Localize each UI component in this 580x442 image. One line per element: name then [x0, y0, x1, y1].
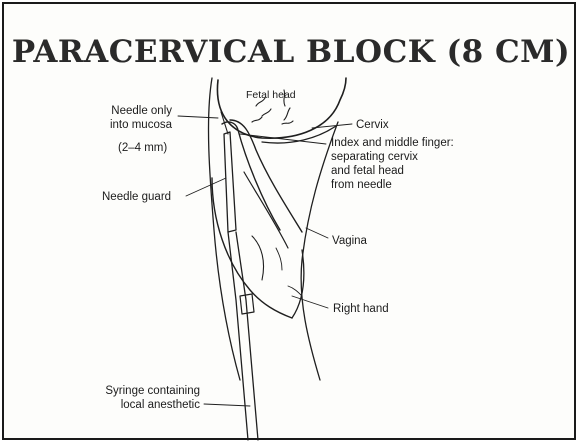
label-syringe-2: local anesthetic [80, 398, 200, 412]
ring-finger [244, 172, 288, 248]
label-fetal-head: Fetal head [246, 88, 296, 102]
knuckle-creases [276, 248, 302, 296]
label-right-hand: Right hand [333, 302, 389, 316]
label-fingers-1: Index and middle finger: [331, 136, 454, 150]
thumb-outline [252, 236, 264, 280]
label-fingers-3: and fetal head [331, 164, 404, 178]
right-hand-leader [292, 296, 328, 308]
label-vagina: Vagina [332, 234, 367, 248]
label-fingers-4: from needle [331, 178, 392, 192]
vagina-leader [306, 228, 328, 238]
needle-guard [224, 132, 236, 232]
needle-only-leader [178, 116, 218, 118]
label-needle-only-2: into mucosa [92, 118, 172, 132]
syringe-tube-right [228, 232, 248, 440]
label-fingers-2: separating cervix [331, 150, 418, 164]
label-needle-depth: (2–4 mm) [118, 141, 167, 155]
label-cervix: Cervix [356, 118, 389, 132]
label-needle-guard: Needle guard [102, 190, 171, 204]
label-syringe-1: Syringe containing [80, 384, 200, 398]
label-needle-only-1: Needle only [92, 104, 172, 118]
needle [221, 112, 228, 134]
syringe-leader [204, 404, 250, 406]
needle-guard-leader [186, 178, 226, 196]
